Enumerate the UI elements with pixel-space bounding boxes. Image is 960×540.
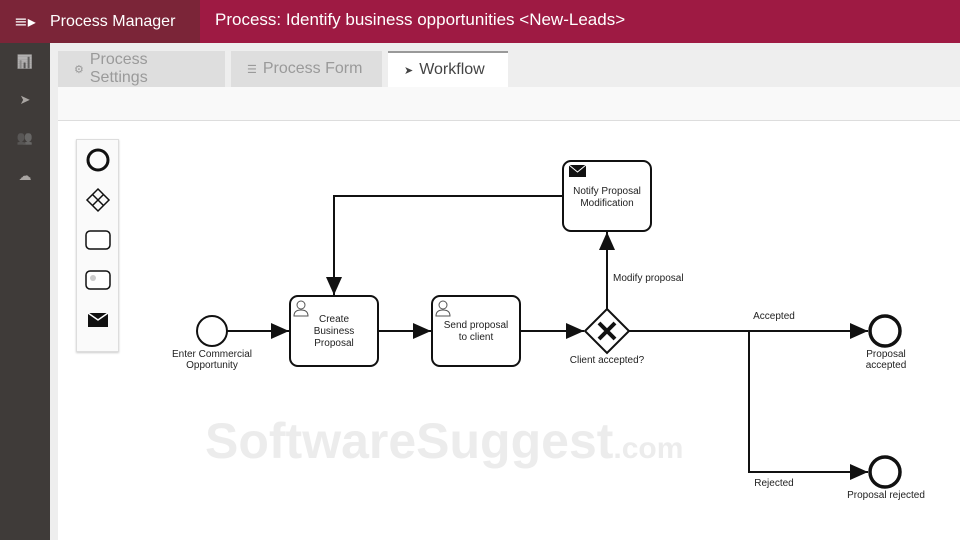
user-icon (435, 300, 451, 317)
flow-label: Accepted (753, 311, 795, 322)
tab-label: Process Form (262, 60, 363, 77)
user-icon (293, 300, 309, 317)
task-label: Notify Proposal (573, 186, 641, 197)
tab-label: Workflow (419, 61, 485, 78)
tab-process-form[interactable]: ☰ Process Form (231, 51, 382, 87)
rocket-icon[interactable]: ➤ (19, 92, 31, 108)
task-label: to client (459, 332, 494, 343)
end-label: Proposal rejected (847, 490, 925, 501)
flow-label: Modify proposal (613, 273, 684, 284)
task-label: Business (314, 326, 355, 337)
circle-icon (86, 148, 109, 172)
tab-workflow[interactable]: ➤ Workflow (388, 51, 508, 87)
app-title: Process Manager (50, 12, 176, 30)
list-icon: ☰ (247, 63, 257, 76)
end-label: accepted (866, 360, 907, 371)
diamond-icon (85, 187, 110, 213)
flow-rejected[interactable] (748, 331, 868, 480)
menu-toggle-icon[interactable]: ≡▸ (14, 12, 36, 31)
brand: ≡▸ Process Manager (0, 0, 200, 43)
end-event-rejected[interactable] (868, 455, 902, 489)
palette-gateway[interactable] (77, 180, 118, 220)
navigation-arrow-icon: ➤ (404, 64, 414, 77)
task-notify-modification[interactable] (562, 160, 652, 232)
palette-message-event[interactable] (77, 300, 118, 340)
end-event-accepted[interactable] (868, 314, 902, 348)
task-label: Modification (580, 198, 633, 209)
bar-chart-icon[interactable]: 📊 (16, 54, 34, 70)
envelope-icon (87, 312, 108, 327)
task-label: Send proposal (444, 320, 509, 331)
start-event[interactable] (196, 315, 228, 347)
cloud-icon[interactable]: ☁ (18, 168, 32, 184)
sidebar: 📊 ➤ 👥 ☁ (0, 43, 50, 540)
task-label: Proposal (314, 338, 353, 349)
task-label: Create (319, 314, 349, 325)
gear-icon: ⚙ (74, 63, 84, 76)
service-task-icon (84, 270, 111, 290)
bpmn-palette (76, 139, 119, 352)
start-label: Opportunity (186, 360, 238, 371)
workflow-toolbar (58, 87, 960, 121)
process-title: Process: Identify business opportunities… (215, 10, 626, 29)
tab-process-settings[interactable]: ⚙ Process Settings (58, 51, 225, 87)
x-icon (597, 321, 617, 341)
envelope-icon (568, 164, 587, 177)
flow-label: Rejected (754, 478, 793, 489)
palette-start-event[interactable] (77, 140, 118, 180)
task-create-proposal[interactable] (289, 295, 379, 367)
task-icon (84, 230, 111, 250)
end-label: Proposal (866, 349, 905, 360)
palette-service-task[interactable] (77, 260, 118, 300)
flow-notify-to-task1[interactable] (326, 195, 563, 295)
start-label: Enter Commercial (172, 349, 252, 360)
app-header: ≡▸ Process Manager Process: Identify bus… (0, 0, 960, 43)
users-icon[interactable]: 👥 (16, 130, 34, 146)
tab-label: Process Settings (89, 51, 148, 86)
palette-user-task[interactable] (77, 220, 118, 260)
tab-bar: ⚙ Process Settings ☰ Process Form ➤ Workflo… (58, 51, 508, 87)
gateway-label: Client accepted? (570, 355, 645, 366)
task-send-proposal[interactable] (431, 295, 521, 367)
